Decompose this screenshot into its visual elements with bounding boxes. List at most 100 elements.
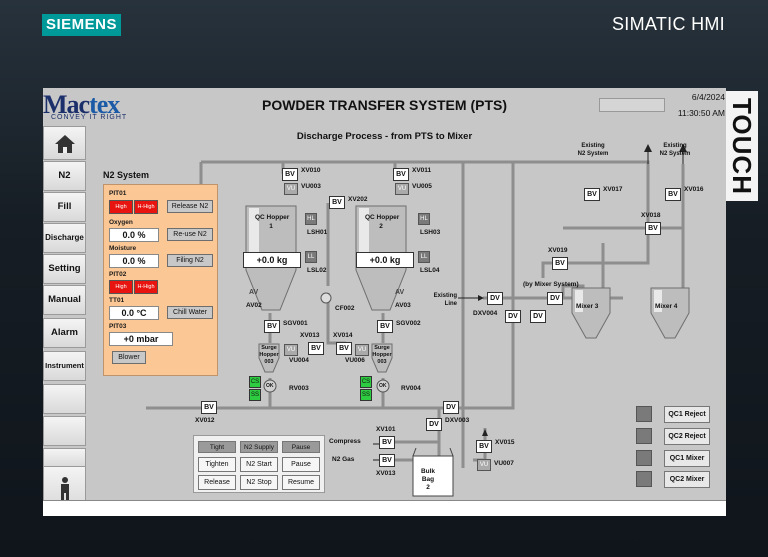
compress-label: Compress xyxy=(329,438,361,445)
sidebar-item-discharge[interactable]: Discharge xyxy=(43,223,86,253)
tag-xv010: XV010 xyxy=(301,167,321,174)
vu-vu004[interactable]: VU xyxy=(284,344,298,356)
pit03-value: +0 mbar xyxy=(109,332,173,346)
qc1-mixer-button[interactable]: QC1 Mixer xyxy=(664,450,710,467)
tag-xv018: XV018 xyxy=(641,212,661,219)
n2-system-panel: PIT01 High H-High Release N2 Oxygen 0.0 … xyxy=(103,184,218,376)
pit02-high-badge: High xyxy=(109,280,133,294)
qc2-reject-button[interactable]: QC2 Reject xyxy=(664,428,710,445)
n2gas-label: N2 Gas xyxy=(332,456,355,463)
time-display: 11:30:50 AM xyxy=(677,108,725,118)
valve-bv-xv010[interactable]: BV xyxy=(282,168,298,181)
hopper1-lsh-tag: LSH01 xyxy=(307,229,328,236)
valve-dv-b[interactable]: DV xyxy=(505,310,521,323)
hopper1-name-line1: QC Hopper xyxy=(255,214,290,221)
valve-dv-dxv003-b[interactable]: DV xyxy=(426,418,442,431)
tag-xv012: XV012 xyxy=(195,417,215,424)
valve-dv-dxv004-a[interactable]: DV xyxy=(487,292,503,305)
valve-bv-xv014[interactable]: BV xyxy=(336,342,352,355)
n2-start-button[interactable]: N2 Start xyxy=(240,457,278,472)
valve-bv-xv202[interactable]: BV xyxy=(329,196,345,209)
sidebar-item-setting[interactable]: Setting xyxy=(43,254,86,284)
tag-sgv002: SGV002 xyxy=(396,320,421,327)
hopper2-name-line2: 2 xyxy=(379,223,383,230)
mixer4-label: Mixer 4 xyxy=(655,303,678,310)
blower-button[interactable]: Blower xyxy=(112,351,146,364)
status-bar xyxy=(43,500,726,516)
valve-bv-xv013-a[interactable]: BV xyxy=(308,342,324,355)
pit01-high-badge: High xyxy=(109,200,133,214)
sidebar-item-fill[interactable]: Fill xyxy=(43,192,86,222)
valve-bv-xv015[interactable]: BV xyxy=(476,440,492,453)
qc1-reject-button[interactable]: QC1 Reject xyxy=(664,406,710,423)
tag-dxv004: DXV004 xyxy=(473,310,498,317)
tighten-button[interactable]: Tighten xyxy=(198,457,236,472)
valve-bv-xv101[interactable]: BV xyxy=(379,436,395,449)
mixer3-label: Mixer 3 xyxy=(576,303,599,310)
valve-bv-xv012[interactable]: BV xyxy=(201,401,217,414)
valve-bv-xv011[interactable]: BV xyxy=(393,168,409,181)
bulk-bag-line2: Bag xyxy=(421,476,435,483)
sidebar-item-alarm[interactable]: Alarm xyxy=(43,318,86,348)
reuse-n2-button[interactable]: Re-use N2 xyxy=(167,228,213,241)
valve-bv-xv013-b[interactable]: BV xyxy=(379,454,395,467)
release-button[interactable]: Release xyxy=(198,475,236,490)
valve-bv-xv016[interactable]: BV xyxy=(665,188,681,201)
qc1-mixer-indicator xyxy=(636,450,652,466)
hopper1-av-tag: AV02 xyxy=(246,302,262,309)
valve-bv-sgv002[interactable]: BV xyxy=(377,320,393,333)
bag-control-panel: Tight N2 Supply Pause Tighten N2 Start P… xyxy=(193,435,325,493)
hopper2-weight: +0.0 kg xyxy=(356,252,414,268)
tag-vu004: VU004 xyxy=(289,357,309,364)
n2-stop-button[interactable]: N2 Stop xyxy=(240,475,278,490)
valve-dv-c[interactable]: DV xyxy=(530,310,546,323)
page-title: POWDER TRANSFER SYSTEM (PTS) xyxy=(261,97,507,113)
pause-button[interactable]: Pause xyxy=(282,457,320,472)
sidebar-item-instrument[interactable]: Instrument xyxy=(43,351,86,381)
vu-vu007[interactable]: VU xyxy=(477,459,491,471)
chill-water-button[interactable]: Chill Water xyxy=(167,306,213,319)
valve-dv-dxv003-a[interactable]: DV xyxy=(443,401,459,414)
valve-bv-xv019[interactable]: BV xyxy=(552,257,568,270)
valve-dv-d[interactable]: DV xyxy=(547,292,563,305)
sidebar-item-n2[interactable]: N2 xyxy=(43,161,86,191)
logo-main-text: Mac xyxy=(43,90,90,119)
oxygen-label: Oxygen xyxy=(109,219,133,226)
tt01-label: TT01 xyxy=(109,297,125,304)
hopper1-name-line2: 1 xyxy=(269,223,273,230)
vu-vu003[interactable]: VU xyxy=(284,183,298,195)
surge1-line1: Surge xyxy=(261,345,277,351)
existing-n2-b-label: N2 System xyxy=(659,151,691,157)
valve-bv-sgv001[interactable]: BV xyxy=(264,320,280,333)
surge1-line3: 003 xyxy=(264,359,274,365)
tag-xv017: XV017 xyxy=(603,186,623,193)
valve-bv-xv017[interactable]: BV xyxy=(584,188,600,201)
vu-vu005[interactable]: VU xyxy=(395,183,409,195)
tag-xv014: XV014 xyxy=(333,332,353,339)
qc2-mixer-button[interactable]: QC2 Mixer xyxy=(664,471,710,488)
filling-n2-button[interactable]: Filing N2 xyxy=(167,254,213,267)
surge2-line3: 003 xyxy=(377,359,387,365)
release-n2-button[interactable]: Release N2 xyxy=(167,200,213,213)
oxygen-value: 0.0 % xyxy=(109,228,159,242)
pit01-hhigh-badge: H-High xyxy=(134,200,158,214)
hopper2-lsl-tag: LSL04 xyxy=(420,267,440,274)
resume-button[interactable]: Resume xyxy=(282,475,320,490)
sidebar-blank-1 xyxy=(43,384,86,414)
logo-tagline: CONVEY IT RIGHT xyxy=(51,114,128,121)
touch-label: TOUCH xyxy=(726,91,758,201)
tag-vu007: VU007 xyxy=(494,460,514,467)
surge2-ss-indicator: SS xyxy=(360,389,372,401)
logo-accent-text: tex xyxy=(89,90,120,119)
qc1-reject-indicator xyxy=(636,406,652,422)
valve-bv-xv018[interactable]: BV xyxy=(645,222,661,235)
vu-vu006[interactable]: VU xyxy=(355,344,369,356)
status-field xyxy=(599,98,665,112)
surge1-line2: Hopper xyxy=(259,352,279,358)
hopper2-hl-indicator: HL xyxy=(418,213,430,225)
sidebar-item-manual[interactable]: Manual xyxy=(43,285,86,315)
tight-header: Tight xyxy=(198,441,236,453)
surge1-cs-indicator: CS xyxy=(249,376,261,388)
home-button[interactable] xyxy=(43,126,86,160)
moisture-label: Moisture xyxy=(109,245,137,252)
